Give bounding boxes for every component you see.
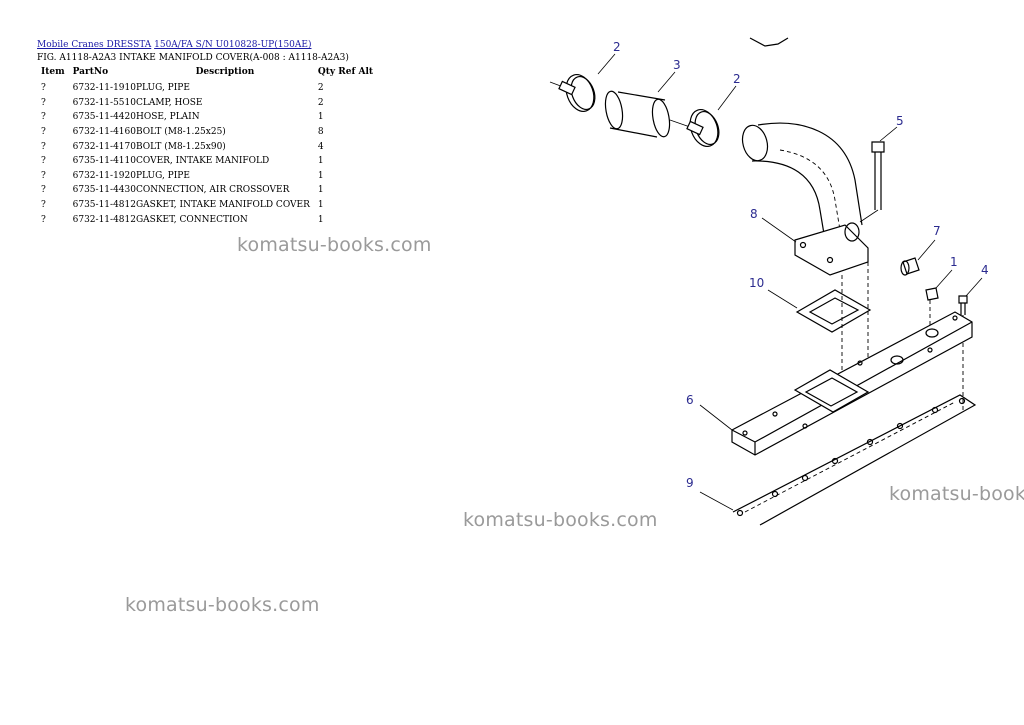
callout-7: 7 bbox=[933, 224, 941, 238]
cell-qty: 1 bbox=[317, 185, 324, 196]
cell-description: HOSE, PLAIN bbox=[135, 112, 200, 123]
cell-description: GASKET, INTAKE MANIFOLD COVER bbox=[135, 200, 310, 211]
cell-qty: 2 bbox=[317, 83, 324, 94]
callout-5: 5 bbox=[896, 114, 904, 128]
cell-item: ? bbox=[41, 141, 46, 152]
header-partno: PartNo bbox=[72, 67, 109, 77]
cell-qty: 1 bbox=[317, 112, 324, 123]
watermark-text: komatsu-books.com bbox=[125, 594, 320, 616]
cell-partno: 6732-11-5510 bbox=[72, 97, 136, 108]
callout-labels: 2 3 2 5 8 7 1 4 10 6 9 bbox=[597, 40, 989, 490]
figure-title: FIG. A1118-A2A3 INTAKE MANIFOLD COVER(A-… bbox=[37, 53, 349, 63]
cell-qty: 1 bbox=[317, 156, 324, 167]
pipe-plug-1 bbox=[925, 269, 953, 301]
header-description: Description bbox=[195, 67, 255, 77]
callout-4: 4 bbox=[981, 263, 989, 277]
cell-item: ? bbox=[41, 200, 46, 211]
watermark-text: komatsu-books.com bbox=[237, 234, 432, 256]
cell-partno: 6735-11-4110 bbox=[72, 156, 136, 167]
cell-description: CONNECTION, AIR CROSSOVER bbox=[135, 185, 290, 196]
cell-partno: 6735-11-4812 bbox=[72, 200, 136, 211]
short-bolt bbox=[958, 277, 983, 410]
long-bolt bbox=[859, 126, 898, 223]
intake-manifold-gasket bbox=[699, 394, 977, 526]
parts-table: Item PartNo Description Qty Ref Alt ? 673… bbox=[37, 66, 377, 227]
cell-item: ? bbox=[41, 97, 46, 108]
hose-clamp-left bbox=[549, 74, 596, 112]
callout-9: 9 bbox=[686, 476, 694, 490]
cell-partno: 6732-11-4160 bbox=[72, 127, 136, 138]
cell-partno: 6732-11-1910 bbox=[72, 83, 136, 94]
breadcrumb: Mobile Cranes DRESSTA 150A/FA S/N U01082… bbox=[37, 40, 311, 50]
watermark-text: komatsu-books.com bbox=[889, 483, 1024, 505]
callout-8: 8 bbox=[750, 207, 758, 221]
cell-qty: 8 bbox=[317, 127, 324, 138]
cell-qty: 1 bbox=[317, 170, 324, 181]
breadcrumb-link-model[interactable]: Mobile Cranes DRESSTA bbox=[37, 40, 152, 50]
cell-description: GASKET, CONNECTION bbox=[135, 214, 248, 225]
cell-description: PLUG, PIPE bbox=[135, 83, 190, 94]
cell-description: BOLT (M8-1.25x25) bbox=[135, 127, 226, 138]
cell-item: ? bbox=[41, 185, 46, 196]
callout-6: 6 bbox=[686, 393, 694, 407]
cell-item: ? bbox=[41, 214, 46, 225]
callout-1: 1 bbox=[950, 255, 958, 269]
callout-2b: 2 bbox=[733, 72, 741, 86]
connection-gasket bbox=[767, 289, 872, 333]
cell-description: COVER, INTAKE MANIFOLD bbox=[135, 156, 270, 167]
cell-description: PLUG, PIPE bbox=[135, 170, 190, 181]
plain-hose bbox=[604, 90, 671, 138]
cell-item: ? bbox=[41, 112, 46, 123]
header-qty: Qty Ref Alt bbox=[317, 67, 374, 77]
cell-partno: 6735-11-4430 bbox=[72, 185, 136, 196]
cell-partno: 6735-11-4420 bbox=[72, 112, 136, 123]
watermark-text: komatsu-books.com bbox=[463, 509, 658, 531]
intake-manifold-cover bbox=[699, 311, 973, 456]
cell-description: CLAMP, HOSE bbox=[135, 97, 203, 108]
breadcrumb-link-serial[interactable]: 150A/FA S/N U010828-UP(150AE) bbox=[154, 40, 312, 50]
cell-partno: 6732-11-1920 bbox=[72, 170, 136, 181]
cell-qty: 1 bbox=[317, 200, 324, 211]
cell-qty: 4 bbox=[317, 141, 324, 152]
cell-partno: 6732-11-4170 bbox=[72, 141, 136, 152]
callout-3: 3 bbox=[673, 58, 681, 72]
cell-partno: 6732-11-4812 bbox=[72, 214, 136, 225]
cell-qty: 1 bbox=[317, 214, 324, 225]
pipe-plug-7 bbox=[900, 239, 936, 276]
cell-item: ? bbox=[41, 127, 46, 138]
exploded-parts-diagram: 2 3 2 5 8 7 1 4 10 6 9 bbox=[549, 37, 989, 526]
cell-item: ? bbox=[41, 156, 46, 167]
cell-description: BOLT (M8-1.25x90) bbox=[135, 141, 226, 152]
cell-qty: 2 bbox=[317, 97, 324, 108]
air-crossover-elbow bbox=[741, 122, 869, 276]
table-header-row: Item PartNo Description Qty Ref Alt bbox=[37, 66, 377, 81]
hose-clamp-right bbox=[669, 109, 720, 147]
callout-10: 10 bbox=[749, 276, 764, 290]
cell-item: ? bbox=[41, 170, 46, 181]
callout-2a: 2 bbox=[613, 40, 621, 54]
header-item: Item bbox=[41, 67, 65, 77]
cell-item: ? bbox=[41, 83, 46, 94]
manifold-top-fragment bbox=[749, 37, 789, 47]
